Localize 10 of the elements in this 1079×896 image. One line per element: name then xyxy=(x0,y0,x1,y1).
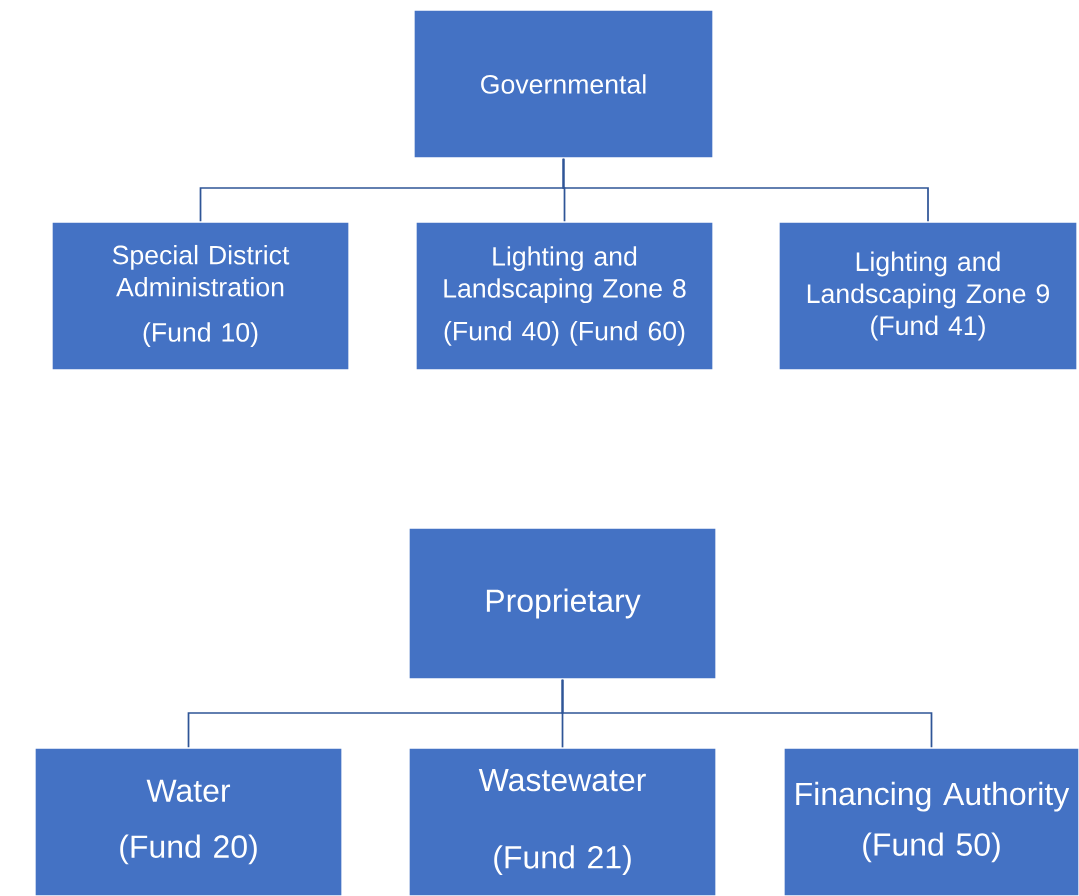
org-box: Governmental xyxy=(413,9,714,159)
org-box: Special District Administration (Fund 10) xyxy=(51,221,350,371)
org-box: Financing Authority (Fund 50) xyxy=(783,747,1079,896)
org-box: Proprietary xyxy=(408,527,717,680)
connector-line xyxy=(561,678,933,749)
org-box: Water (Fund 20) xyxy=(34,747,343,896)
connector-line xyxy=(562,157,929,223)
org-box: Lighting and Landscaping Zone 8 (Fund 40) (Fund 60) xyxy=(415,221,714,371)
org-box: Wastewater (Fund 21) xyxy=(408,747,717,896)
org-box: Lighting and Landscaping Zone 9 (Fund 41) xyxy=(778,221,1078,371)
